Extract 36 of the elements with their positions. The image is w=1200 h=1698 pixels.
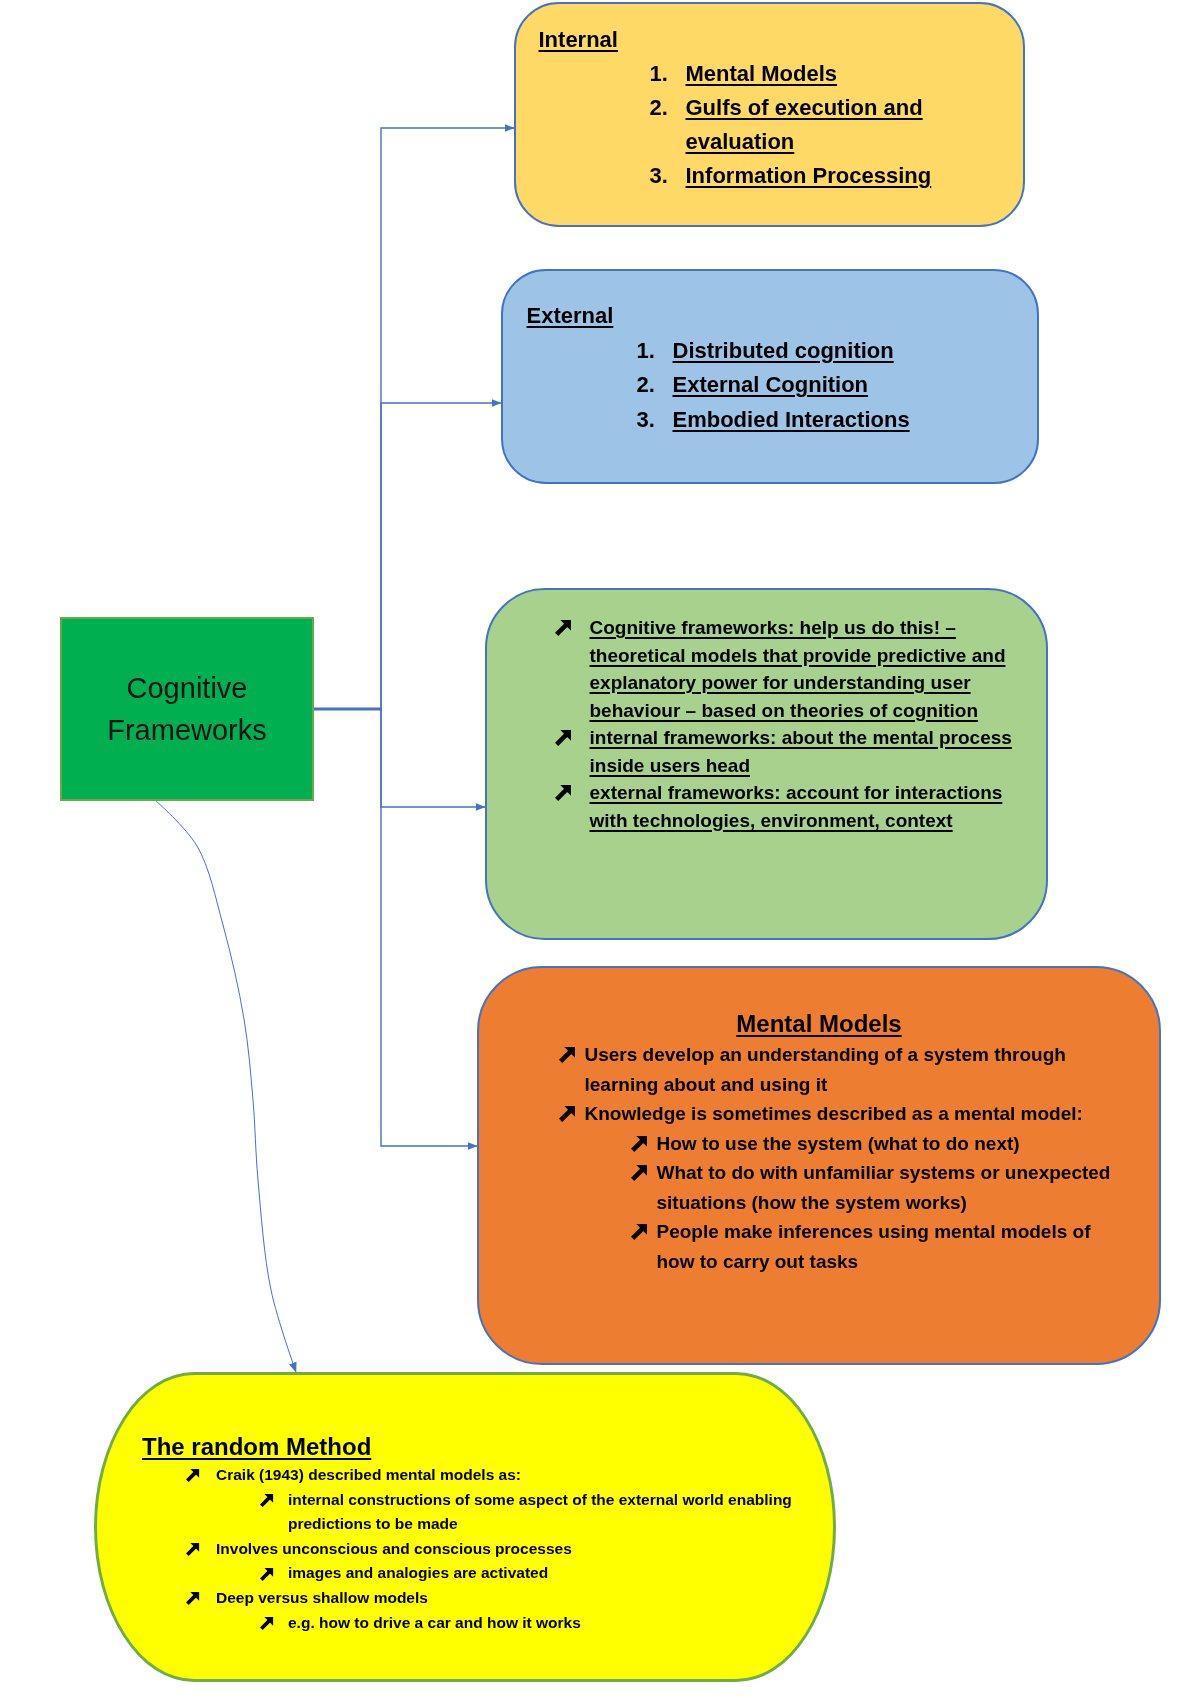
list-number: 1. — [636, 336, 656, 365]
curved-arrow — [155, 800, 297, 1373]
list-number: 3. — [649, 162, 669, 190]
list-number: 2. — [636, 371, 656, 399]
rounded-card — [501, 269, 1039, 484]
bullet-text: Craik (1943) described mental models as: — [216, 1465, 522, 1485]
rounded-card — [477, 966, 1161, 1365]
list-item-text: Gulfs of execution and evaluation — [685, 94, 924, 156]
card-heading: External — [526, 302, 615, 330]
bullet-text: People make inferences using mental models of how to carry out tasks — [656, 1220, 1092, 1274]
list-number: 2. — [649, 94, 669, 122]
rounded-card — [485, 588, 1048, 940]
bullet-text: Knowledge is sometimes described as a mental model: — [584, 1102, 1084, 1126]
bullet-text: What to do with unfamiliar systems or unexpected situations (how the system works) — [656, 1161, 1112, 1215]
list-item-text: Information Processing — [685, 162, 933, 190]
bullet-text: Deep versus shallow models — [216, 1587, 429, 1608]
bullet-text: images and analogies are activated — [288, 1563, 550, 1584]
rounded-card — [514, 2, 1025, 227]
list-item-text: Embodied Interactions — [672, 405, 911, 434]
card-heading: Mental Models — [735, 1009, 903, 1039]
bullet-text: external frameworks: account for interactions with technologies, environment, context — [589, 781, 1004, 833]
list-item-text: External Cognition — [672, 371, 870, 399]
bullet-text: Users develop an understanding of a system through learning about and using it — [584, 1043, 1067, 1097]
bullet-text: e.g. how to drive a car and how it works — [288, 1612, 582, 1633]
list-number: 3. — [636, 405, 656, 434]
list-number: 1. — [649, 60, 669, 88]
list-item-text: Distributed cognition — [672, 336, 895, 365]
connector-trunk — [314, 707, 382, 711]
card-heading: Internal — [538, 26, 619, 54]
bullet-text: Involves unconscious and conscious processes — [216, 1538, 573, 1559]
topic-box — [60, 617, 314, 801]
bullet-text: How to use the system (what to do next) — [656, 1131, 1021, 1156]
bullet-text: internal constructions of some aspect of the external world enabling predictions to be made — [288, 1489, 793, 1535]
card-heading: The random Method — [142, 1432, 373, 1462]
node-label: Cognitive Frameworks — [106, 671, 268, 748]
list-item-text: Mental Models — [685, 60, 839, 88]
